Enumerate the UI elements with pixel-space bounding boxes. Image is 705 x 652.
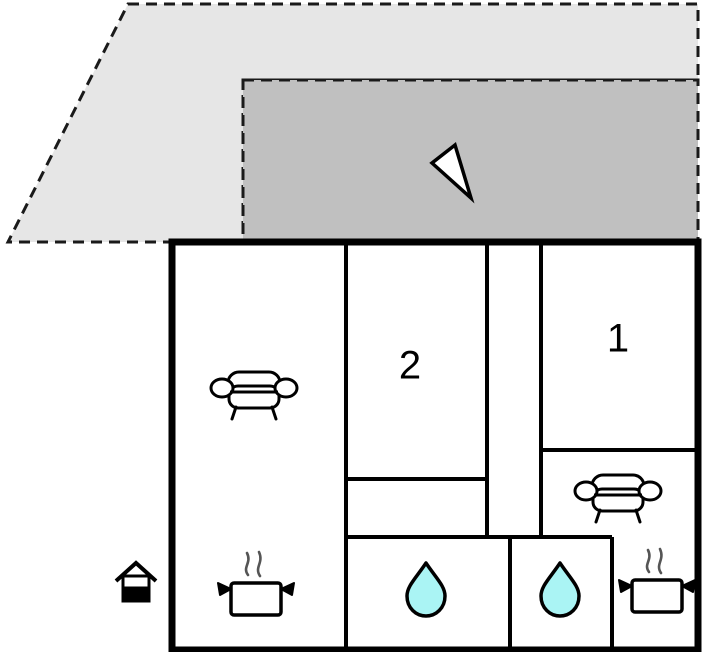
interior-walls [344,245,695,647]
water-drop-shape [405,561,447,618]
room-number-labels: 21 [399,317,629,388]
room-label-1: 1 [607,317,629,361]
water-drop-icon-left [405,561,447,618]
pot-handle-right [280,582,295,596]
water-drop-icon-right [539,561,581,618]
pot-steam-left [645,548,651,574]
upper-level-outlines [5,2,700,244]
sofa-icon-left [209,370,299,421]
sofa-leg-left [594,508,602,524]
cooking-pot-icon-right [618,547,696,614]
pot-handle-left [217,582,232,596]
pot-steam-left [244,551,250,577]
upper-floor-outline-dark-shape [241,78,700,244]
sofa-seat [591,487,645,513]
pot-handle-right [681,579,696,593]
pot-body [229,581,283,617]
sofa-icon-right [573,473,663,524]
north-arrow-icon [429,142,475,204]
sofa-seat [227,384,281,410]
room-label-2: 2 [399,344,421,388]
sofa-armrest-left [209,377,235,399]
pot-body [630,578,684,614]
pot-steam-right [256,550,262,578]
pot-handle-left [618,579,633,593]
house-body-lower [121,586,151,603]
sofa-leg-right [270,405,278,421]
fixture-icons [114,370,696,618]
cooking-pot-icon-left [217,550,295,617]
sofa-leg-right [634,508,642,524]
water-drop-shape [539,561,581,618]
pot-steam-right [657,547,663,575]
sofa-armrest-right [637,480,663,502]
sofa-armrest-left [573,480,599,502]
sofa-leg-left [230,405,238,421]
sofa-armrest-right [273,377,299,399]
house-icon [114,560,158,603]
